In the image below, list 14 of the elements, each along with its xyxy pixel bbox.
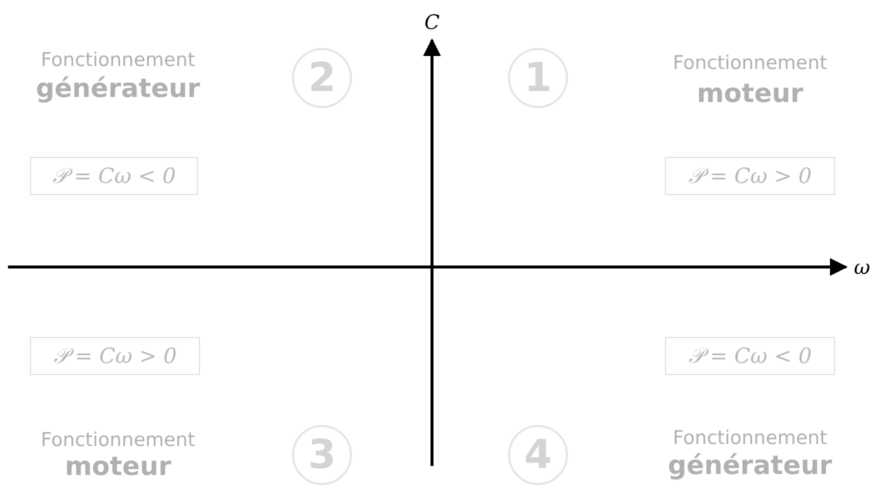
power-formula-box: 𝒫 = Cω < 0: [665, 337, 835, 375]
mode-label: Fonctionnement: [672, 52, 828, 74]
mode-label: Fonctionnement: [40, 49, 196, 71]
mode-label: Fonctionnement: [40, 429, 196, 451]
mode-name: générateur: [668, 451, 832, 481]
power-formula-box: 𝒫 = Cω < 0: [30, 157, 198, 195]
mode-name: générateur: [36, 74, 200, 104]
axis-label: C: [424, 10, 440, 34]
power-formula-box: 𝒫 = Cω > 0: [30, 337, 200, 375]
mode-name: moteur: [64, 452, 172, 482]
power-formula-box: 𝒫 = Cω > 0: [665, 157, 835, 195]
axis-label: ω: [854, 255, 870, 279]
mode-name: moteur: [696, 79, 804, 109]
mode-label: Fonctionnement: [672, 427, 828, 449]
